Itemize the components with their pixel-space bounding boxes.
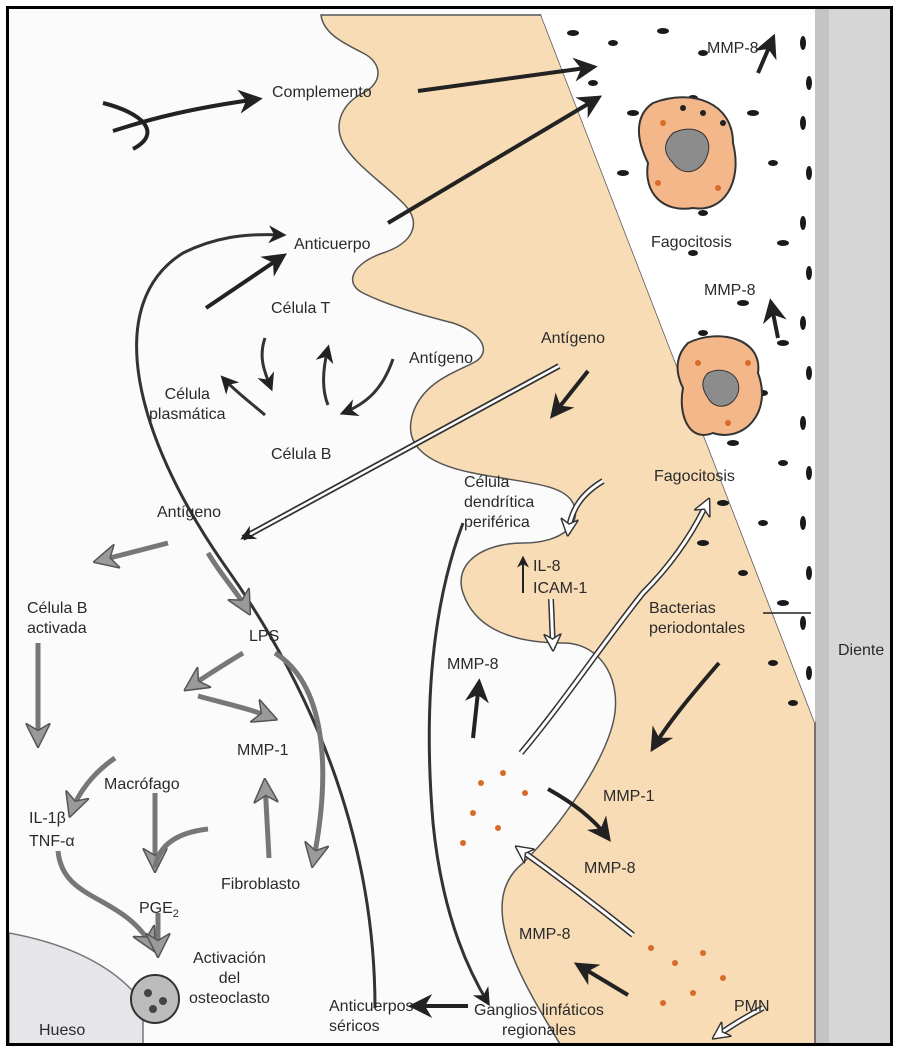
diagram-canvas — [9, 9, 890, 1043]
label-bacterias-line1: Bacterias — [649, 599, 745, 619]
label-anticuerpos-line2: séricos — [329, 1017, 414, 1037]
label-fagocitosis-mid: Fagocitosis — [654, 467, 735, 487]
label-hueso: Hueso — [39, 1021, 85, 1041]
label-celula-plasmatica: Célula plasmática — [149, 385, 225, 425]
label-pge2-sub: 2 — [173, 908, 179, 920]
tooth-shade — [815, 9, 829, 1043]
label-celula-b: Célula B — [271, 445, 331, 465]
label-celula-b-activada-line1: Célula B — [27, 599, 87, 619]
label-celula-t: Célula T — [271, 299, 330, 319]
label-celula-plasmatica-line1: Célula — [149, 385, 225, 405]
label-celula-dendritica-line2: dendrítica — [464, 493, 534, 513]
label-fibroblasto: Fibroblasto — [221, 875, 300, 895]
label-activacion-line3: osteoclasto — [189, 989, 270, 1009]
label-il8: IL-8 — [533, 557, 561, 577]
label-mmp8-upper-right: MMP-8 — [704, 281, 756, 301]
label-mmp1-right: MMP-1 — [603, 787, 655, 807]
label-antigeno-mid: Antígeno — [409, 349, 473, 369]
label-pmn: PMN — [734, 997, 770, 1017]
label-lps: LPS — [249, 627, 279, 647]
label-pge2: PGE2 — [139, 899, 179, 924]
label-diente: Diente — [838, 641, 884, 661]
label-mmp8-bottom: MMP-8 — [519, 925, 571, 945]
label-ganglios-line2: regionales — [474, 1021, 604, 1041]
label-anticuerpos-line1: Anticuerpos — [329, 997, 414, 1017]
neutrophil-middle — [678, 336, 762, 435]
diagram-frame: Complemento MMP-8 Fagocitosis Anticuerpo… — [6, 6, 893, 1046]
label-fagocitosis-top: Fagocitosis — [651, 233, 732, 253]
label-mmp8-left: MMP-8 — [447, 655, 499, 675]
label-icam1: ICAM-1 — [533, 579, 587, 599]
label-mmp1-left: MMP-1 — [237, 741, 289, 761]
label-celula-b-activada: Célula B activada — [27, 599, 87, 639]
label-antigeno-upper: Antígeno — [541, 329, 605, 349]
label-bacterias-line2: periodontales — [649, 619, 745, 639]
label-activacion-osteoclasto: Activación del osteoclasto — [189, 949, 270, 1009]
label-macrofago: Macrófago — [104, 775, 180, 795]
label-mmp8-top: MMP-8 — [707, 39, 759, 59]
label-activacion-line1: Activación — [189, 949, 270, 969]
label-celula-b-activada-line2: activada — [27, 619, 87, 639]
label-anticuerpos-sericos: Anticuerpos séricos — [329, 997, 414, 1037]
cell-cycle-arrows — [223, 338, 393, 415]
label-antigeno-left: Antígeno — [157, 503, 221, 523]
label-il1b: IL-1β — [29, 809, 66, 829]
label-tnfa: TNF-α — [29, 832, 75, 852]
label-pge2-base: PGE — [139, 900, 173, 917]
label-bacterias-periodontales: Bacterias periodontales — [649, 599, 745, 639]
label-celula-dendritica-line1: Célula — [464, 473, 534, 493]
osteoclast — [131, 975, 179, 1023]
label-ganglios-linfaticos: Ganglios linfáticos regionales — [474, 1001, 604, 1041]
label-celula-plasmatica-line2: plasmática — [149, 405, 225, 425]
label-mmp8-lower: MMP-8 — [584, 859, 636, 879]
neutrophil-top — [639, 97, 736, 208]
label-celula-dendritica-line3: periférica — [464, 513, 534, 533]
label-complemento: Complemento — [272, 83, 372, 103]
label-activacion-line2: del — [189, 969, 270, 989]
label-ganglios-line1: Ganglios linfáticos — [474, 1001, 604, 1021]
label-anticuerpo: Anticuerpo — [294, 235, 371, 255]
label-celula-dendritica: Célula dendrítica periférica — [464, 473, 534, 533]
